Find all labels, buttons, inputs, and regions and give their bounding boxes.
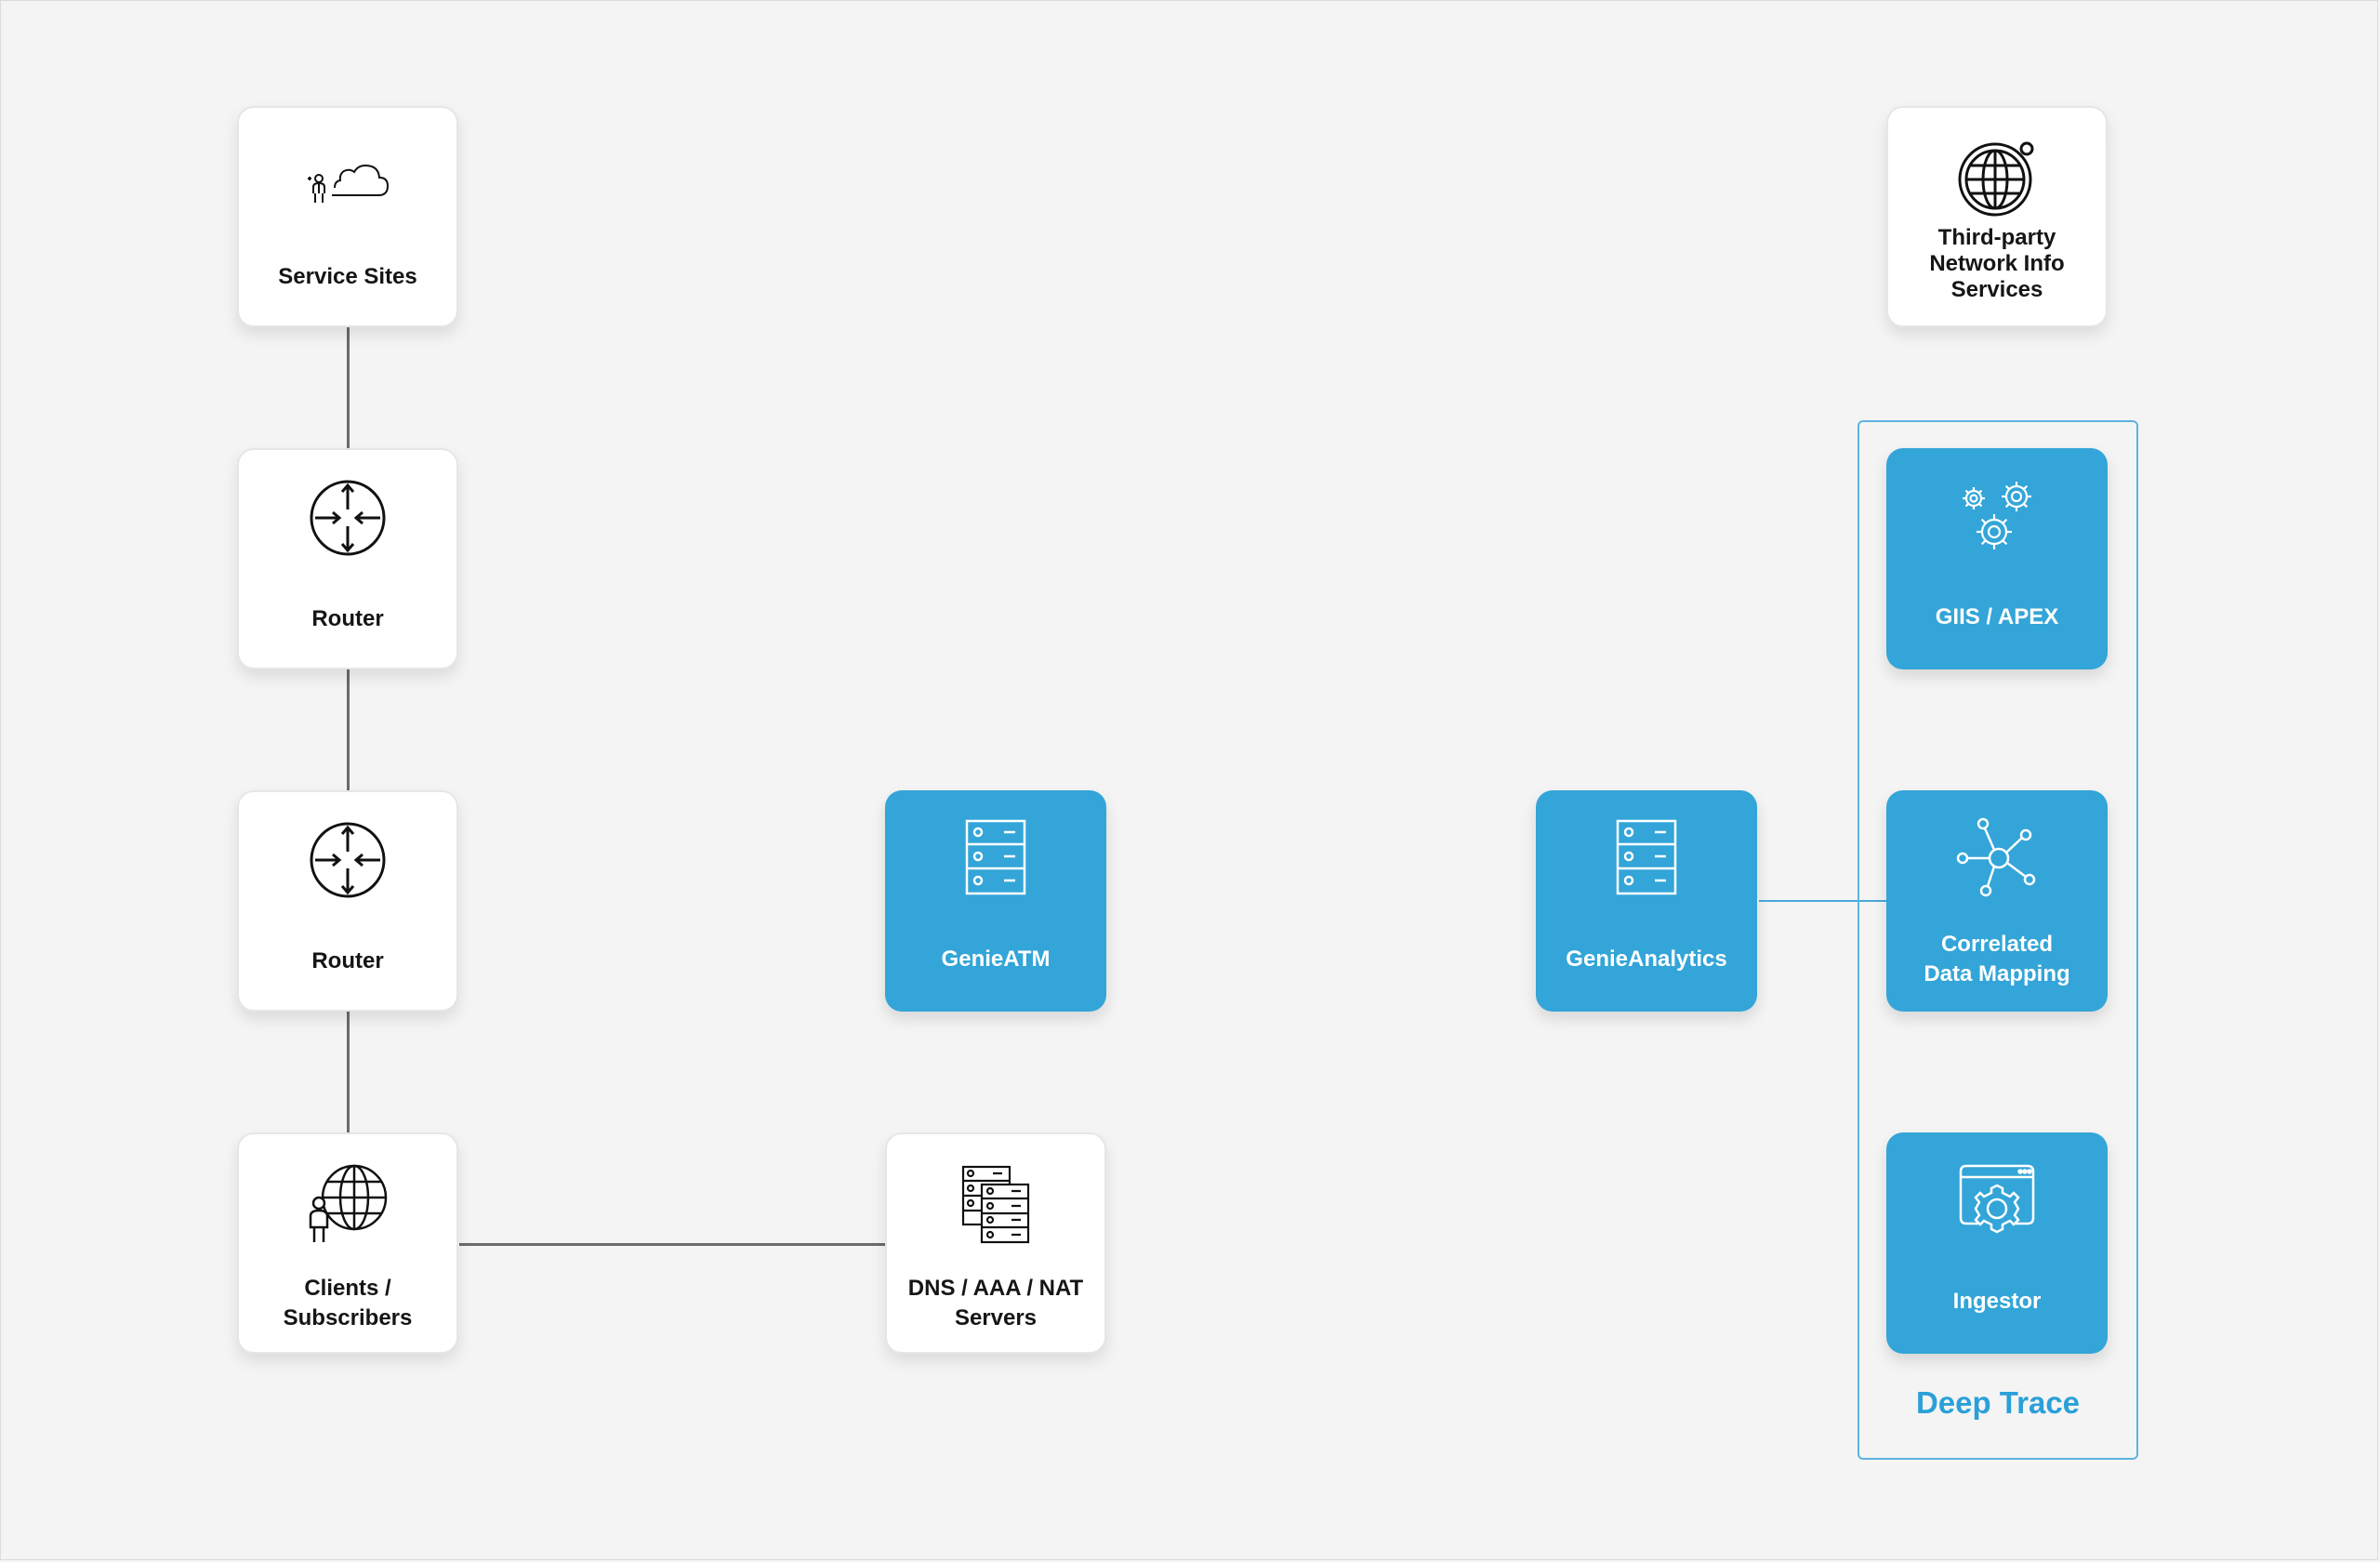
- node-router-2-label: Router: [311, 948, 384, 973]
- connector-service-sites-router: [347, 327, 350, 448]
- node-router-1-label: Router: [311, 606, 384, 631]
- router-icon: [310, 822, 386, 898]
- network-hub-icon: [1956, 817, 2036, 897]
- node-clients-subscribers[interactable]: Clients / Subscribers: [237, 1132, 458, 1354]
- node-giis-apex-label: GIIS / APEX: [1935, 604, 2059, 629]
- node-third-party-label: Third-party Network Info Services: [1929, 225, 2065, 302]
- user-globe-icon: [309, 1164, 388, 1242]
- deep-trace-group: [1858, 420, 2138, 1460]
- server-icon: [965, 819, 1026, 895]
- node-ingestor[interactable]: Ingestor: [1886, 1132, 2108, 1354]
- server-icon: [1616, 819, 1677, 895]
- node-dns-aaa-nat-servers[interactable]: DNS / AAA / NAT Servers: [885, 1132, 1106, 1354]
- connector-analytics-correlated: [1759, 900, 1887, 902]
- node-correlated-label: Correlated Data Mapping: [1924, 932, 2070, 986]
- node-giis-apex[interactable]: GIIS / APEX: [1886, 448, 2108, 669]
- gears-icon: [1963, 482, 2031, 549]
- node-genie-analytics[interactable]: GenieAnalytics: [1536, 790, 1757, 1012]
- node-genie-atm-label: GenieATM: [941, 946, 1051, 972]
- connector-clients-dns: [459, 1243, 885, 1246]
- node-genie-analytics-label: GenieAnalytics: [1566, 946, 1727, 972]
- user-cloud-icon: [308, 164, 390, 203]
- node-router-2[interactable]: Router: [237, 790, 458, 1012]
- node-clients-label: Clients / Subscribers: [283, 1276, 413, 1330]
- node-router-1[interactable]: Router: [237, 448, 458, 669]
- node-correlated-data-mapping[interactable]: Correlated Data Mapping: [1886, 790, 2108, 1012]
- node-service-sites-label: Service Sites: [278, 264, 417, 289]
- node-genie-atm[interactable]: GenieATM: [885, 790, 1106, 1012]
- router-icon: [310, 480, 386, 556]
- connector-router-clients: [347, 1012, 350, 1132]
- window-gear-icon: [1959, 1164, 2035, 1234]
- connector-router-router: [347, 669, 350, 790]
- server-stack-icon: [961, 1165, 1030, 1244]
- deep-trace-label: Deep Trace: [1915, 1385, 2081, 1420]
- node-service-sites[interactable]: Service Sites: [237, 106, 458, 327]
- node-dns-label: DNS / AAA / NAT Servers: [907, 1276, 1084, 1330]
- node-ingestor-label: Ingestor: [1952, 1289, 2042, 1314]
- globe-icon: [1958, 141, 2034, 217]
- node-third-party-network-info[interactable]: Third-party Network Info Services: [1886, 106, 2108, 327]
